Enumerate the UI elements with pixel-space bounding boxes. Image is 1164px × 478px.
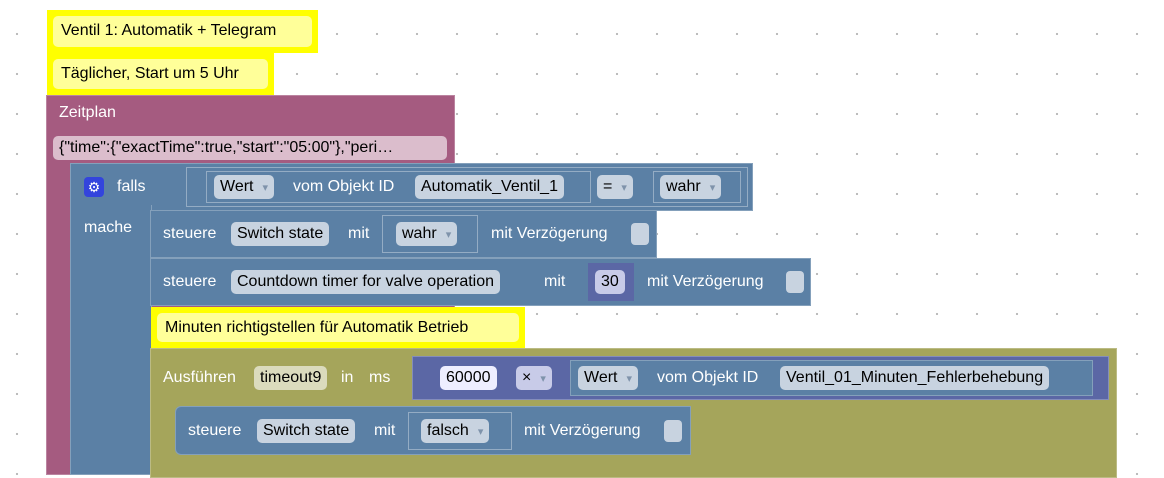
object-id-field[interactable]: Automatik_Ventil_1 — [415, 175, 564, 199]
state-field[interactable]: Countdown timer for valve operation — [231, 270, 501, 294]
value-dropdown[interactable]: Wert — [214, 175, 275, 199]
if-block[interactable] — [70, 163, 753, 211]
object-id-field[interactable]: Ventil_01_Minuten_Fehlerbehebung — [780, 366, 1050, 390]
state-field[interactable]: Switch state — [257, 419, 356, 443]
schedule-label: Zeitplan — [59, 104, 116, 121]
if-label: falls — [117, 178, 146, 195]
get-value-block[interactable] — [206, 171, 591, 203]
with-label: mit — [544, 273, 566, 290]
do-label: mache — [84, 219, 133, 236]
of-object-label: vom Objekt ID — [657, 369, 759, 386]
operator-dropdown[interactable]: = — [597, 175, 633, 199]
operator-dropdown[interactable]: × — [516, 366, 552, 390]
comment-block[interactable]: Täglicher, Start um 5 Uhr — [47, 53, 274, 95]
compare-dropdown[interactable]: wahr — [660, 175, 722, 199]
timeout-label: Ausführen — [163, 369, 236, 386]
timeout-name-field[interactable]: timeout9 — [254, 366, 328, 390]
comment-block[interactable]: Ventil 1: Automatik + Telegram — [47, 10, 318, 53]
boolean-block[interactable] — [653, 171, 741, 203]
compare-block[interactable] — [186, 167, 748, 207]
gear-icon[interactable]: ⚙ — [84, 177, 104, 197]
value-dropdown[interactable]: falsch — [421, 419, 490, 443]
comment-block[interactable]: Minuten richtigstellen für Automatik Bet… — [151, 307, 525, 348]
control-label: steuere — [188, 422, 242, 439]
boolean-block[interactable] — [408, 412, 512, 450]
in-label: in — [341, 369, 354, 386]
comment-text[interactable]: Täglicher, Start um 5 Uhr — [53, 59, 268, 89]
value-dropdown[interactable]: Wert — [578, 366, 639, 390]
control-label: steuere — [163, 273, 217, 290]
schedule-field[interactable]: {"time":{"exactTime":true,"start":"05:00… — [53, 136, 447, 160]
state-field[interactable]: Switch state — [231, 222, 330, 246]
with-label: mit — [374, 422, 396, 439]
delay-checkbox[interactable] — [664, 420, 682, 442]
number-field[interactable]: 60000 — [440, 366, 497, 390]
delay-label: mit Verzögerung — [524, 422, 641, 439]
value-dropdown[interactable]: wahr — [396, 222, 458, 246]
delay-label: mit Verzögerung — [491, 225, 608, 242]
boolean-block[interactable] — [382, 215, 478, 253]
comment-text[interactable]: Minuten richtigstellen für Automatik Bet… — [157, 313, 519, 342]
delay-label: mit Verzögerung — [647, 273, 764, 290]
control-label: steuere — [163, 225, 217, 242]
of-object-label: vom Objekt ID — [293, 178, 395, 195]
unit-label: ms — [369, 369, 391, 386]
delay-checkbox[interactable] — [786, 271, 804, 293]
if-block-body — [70, 205, 152, 475]
delay-checkbox[interactable] — [631, 223, 649, 245]
number-field[interactable]: 30 — [595, 270, 625, 294]
comment-text[interactable]: Ventil 1: Automatik + Telegram — [53, 16, 312, 47]
with-label: mit — [348, 225, 370, 242]
